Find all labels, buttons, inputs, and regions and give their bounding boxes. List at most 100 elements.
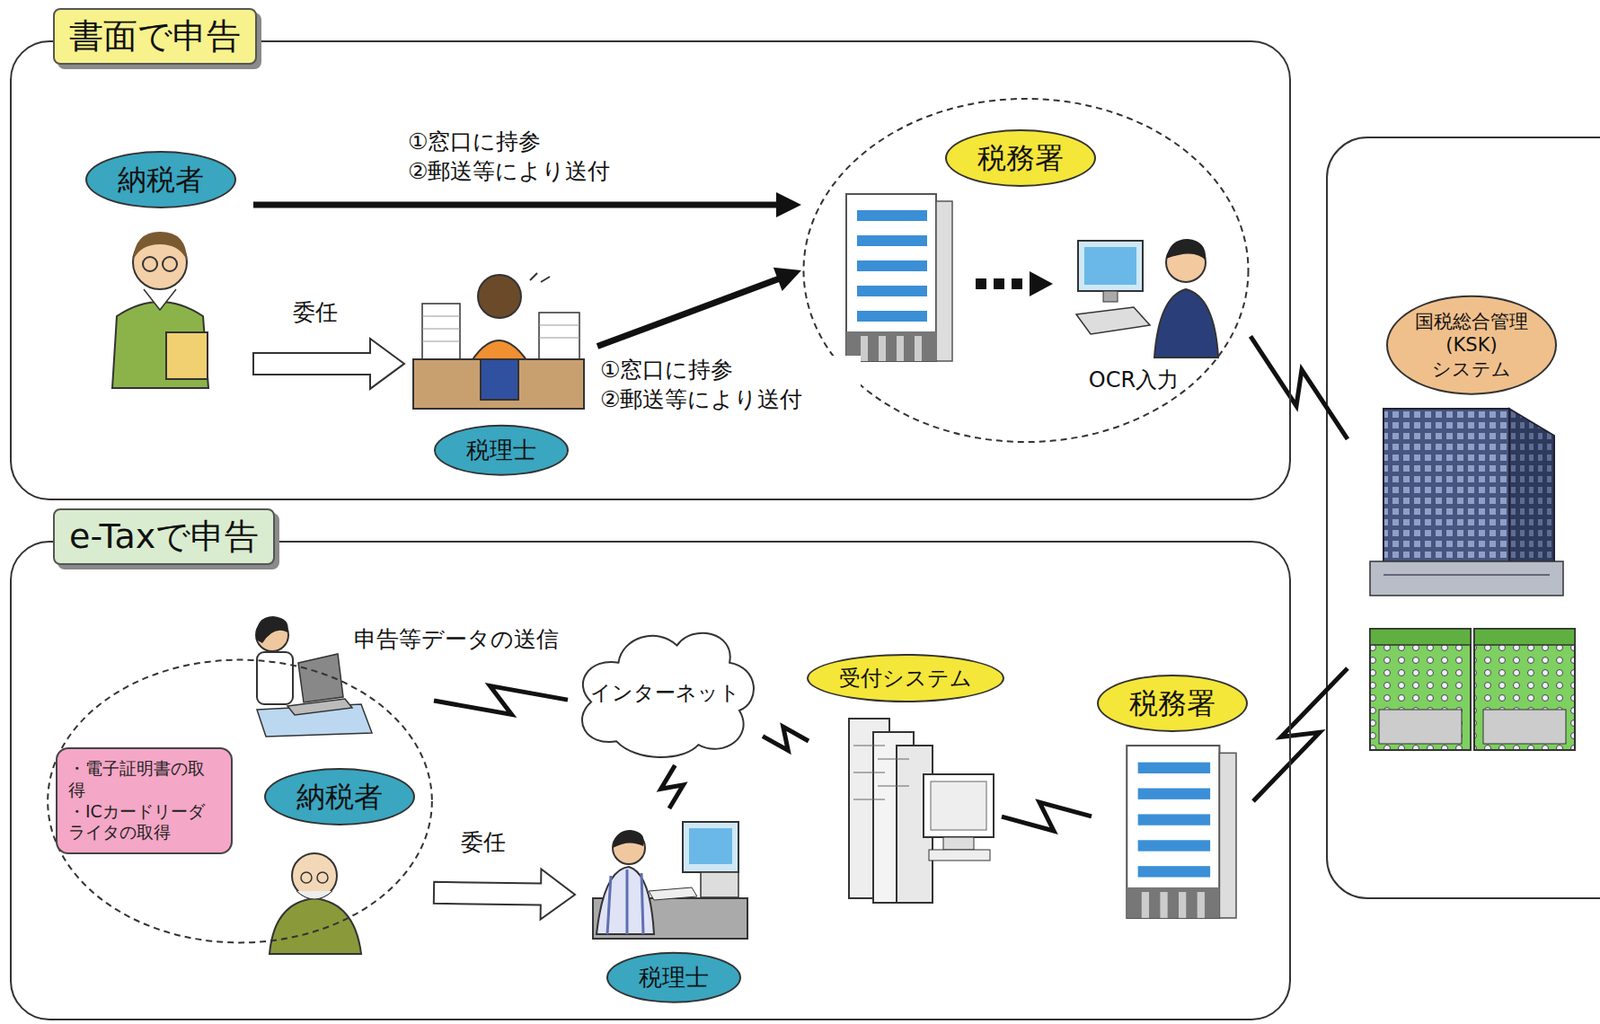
lightning-line [1253, 668, 1348, 802]
note-box: ・電子証明書の取得・ICカードリーダライタの取得 [55, 747, 233, 855]
taxpayer-figure [256, 616, 289, 644]
arrow-line [253, 201, 780, 208]
node-group: 受付システム [808, 650, 1002, 912]
dashed-outline [47, 660, 433, 944]
taxpayer-figure [162, 256, 177, 272]
taxpayer-figure [287, 698, 353, 716]
taxpayer-figure [269, 898, 362, 955]
ocr-operator [1103, 291, 1118, 302]
accountant-figure [648, 887, 698, 901]
edge-label: 委任 [292, 298, 338, 328]
ksk-servers [1474, 628, 1575, 751]
server-figure [853, 799, 885, 801]
dotted-arrow [975, 271, 1053, 297]
hollow-arrow [433, 869, 575, 920]
cloud-path [582, 633, 754, 758]
taxpayer-figure [296, 891, 333, 900]
accountant-figure [422, 303, 460, 360]
server-figure [853, 745, 885, 747]
ksk-building [1370, 561, 1564, 596]
edge-label: 申告等データの送信 [353, 625, 559, 655]
arrow-head [776, 192, 802, 218]
system-panel [1326, 137, 1600, 899]
accountant-figure [539, 337, 580, 339]
panel-heading: e-Taxで申告 [53, 508, 275, 566]
node-label: 税務署 [945, 129, 1097, 187]
arrow-line [597, 277, 782, 346]
node-group: 国税総合管理(KSK) システム [1347, 298, 1591, 755]
taxpayer-figure [112, 231, 209, 389]
note-text: ・ICカードリーダライタの取得 [68, 801, 221, 845]
dotted-arrow [1029, 271, 1053, 297]
accountant-figure [700, 872, 739, 898]
accountant-figure [596, 866, 655, 935]
lightning-line [1250, 335, 1348, 440]
edge-label: ①窓口に持参 ②郵送等により送付 [600, 355, 861, 415]
ksk-building [1370, 408, 1564, 596]
node-label: 納税者 [85, 150, 237, 209]
taxpayer-figure [291, 853, 337, 899]
arrow-connector [433, 869, 575, 920]
tax-office-building [1126, 745, 1237, 919]
arrow-head [773, 267, 802, 292]
taxpayer-figure [166, 332, 208, 380]
dotted-arrow [993, 278, 1005, 290]
ocr-operator [1076, 238, 1219, 358]
note-text: ・電子証明書の取得 [68, 758, 221, 802]
taxpayer-figure [142, 256, 158, 272]
accountant-figure [530, 273, 550, 283]
cloud-shape: インターネット [567, 619, 763, 766]
ksk-servers [1370, 628, 1575, 751]
node-label: 税務署 [1096, 674, 1248, 733]
server-figure [853, 772, 885, 774]
panel-heading: 書面で申告 [53, 8, 257, 65]
taxpayer-figure [143, 289, 177, 310]
taxpayer-figure [300, 872, 312, 884]
ksk-servers [1379, 709, 1462, 744]
lightning-link [762, 726, 809, 751]
arrow-connector [597, 267, 802, 347]
node-label: 国税総合管理(KSK) システム [1386, 295, 1557, 396]
ksk-servers [1474, 628, 1575, 646]
node-group: 税務署 OCR入力 [801, 97, 1251, 444]
ocr-operator [1076, 307, 1150, 335]
taxpayer-figure [317, 872, 328, 884]
node-label: 納税者 [264, 768, 416, 826]
accountant-figure [682, 822, 739, 873]
node-group: 税理士 [574, 808, 773, 1011]
accountant-figure [607, 875, 611, 935]
server-figure [943, 837, 974, 850]
taxpayer-figure [112, 301, 209, 389]
server-figure [928, 849, 991, 861]
ocr-operator [1084, 247, 1137, 285]
accountant-figure [422, 316, 460, 318]
node-label: 税理士 [433, 424, 569, 477]
lightning-link [1250, 335, 1348, 440]
lightning-line [762, 726, 809, 751]
hollow-arrow [253, 338, 405, 389]
accountant-figure [689, 828, 733, 865]
tax-office-building [846, 194, 953, 362]
lightning-link [1001, 802, 1092, 831]
accountant-figure [422, 341, 460, 343]
accountant-figure [480, 359, 519, 400]
accountant-figure [641, 873, 644, 935]
lightning-link [661, 765, 684, 809]
server-figure [923, 774, 994, 838]
ksk-servers [1370, 628, 1471, 646]
arrow-connector [253, 338, 405, 389]
arrow-connector [253, 192, 802, 218]
text-label: OCR入力 [1088, 365, 1179, 395]
panel: 書面で申告納税者税理士税務署OCR入力 [9, 40, 1291, 501]
edge-label: 委任 [460, 828, 506, 858]
accountant-figure [612, 830, 645, 849]
server-figure [877, 759, 910, 761]
accountant-figure [592, 822, 748, 939]
server-figure [848, 718, 994, 903]
accountant-figure [413, 359, 584, 409]
panel: e-Taxで申告納税者・電子証明書の取得・ICカードリーダライタの取得インターネ… [9, 540, 1291, 1021]
node-group: 納税者・電子証明書の取得・ICカードリーダライタの取得 [45, 658, 434, 945]
ksk-servers [1483, 709, 1566, 744]
server-figure [877, 786, 910, 787]
